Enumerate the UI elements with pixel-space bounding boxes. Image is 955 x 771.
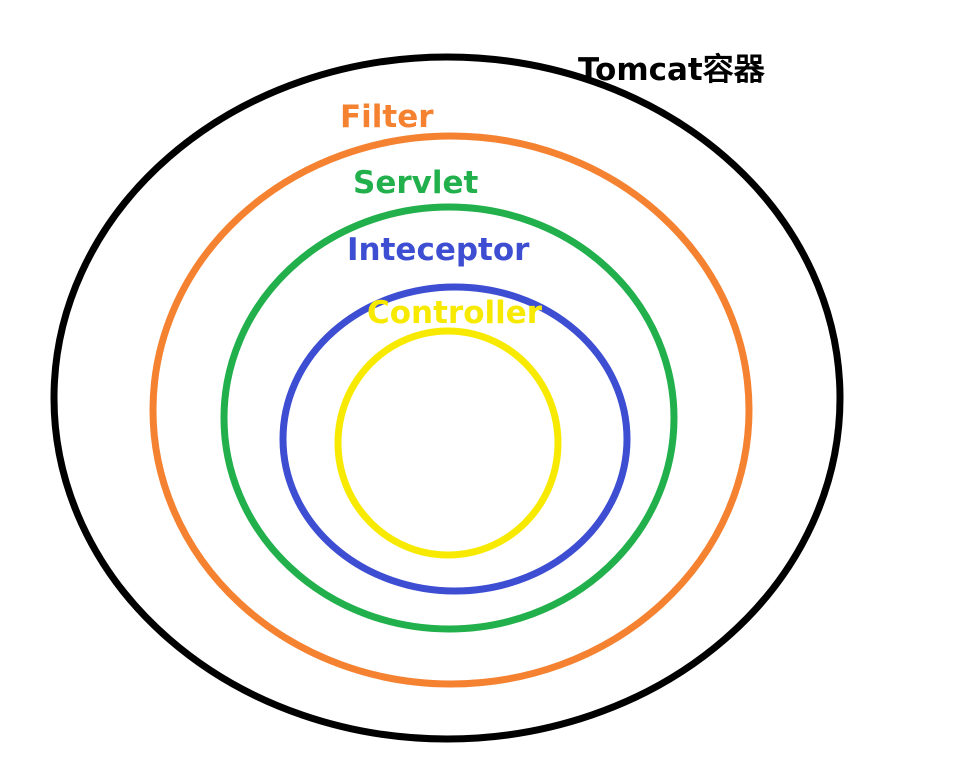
interceptor-label: Inteceptor — [347, 232, 530, 268]
interceptor-ring — [279, 283, 631, 595]
tomcat-ring — [50, 53, 844, 743]
controller-ring — [334, 327, 562, 559]
tomcat-label: Tomcat容器 — [578, 52, 766, 88]
controller-label: Controller — [367, 295, 543, 331]
filter-ring — [149, 132, 753, 688]
servlet-label: Servlet — [353, 165, 478, 201]
filter-label: Filter — [340, 99, 434, 135]
servlet-ring — [220, 203, 678, 633]
